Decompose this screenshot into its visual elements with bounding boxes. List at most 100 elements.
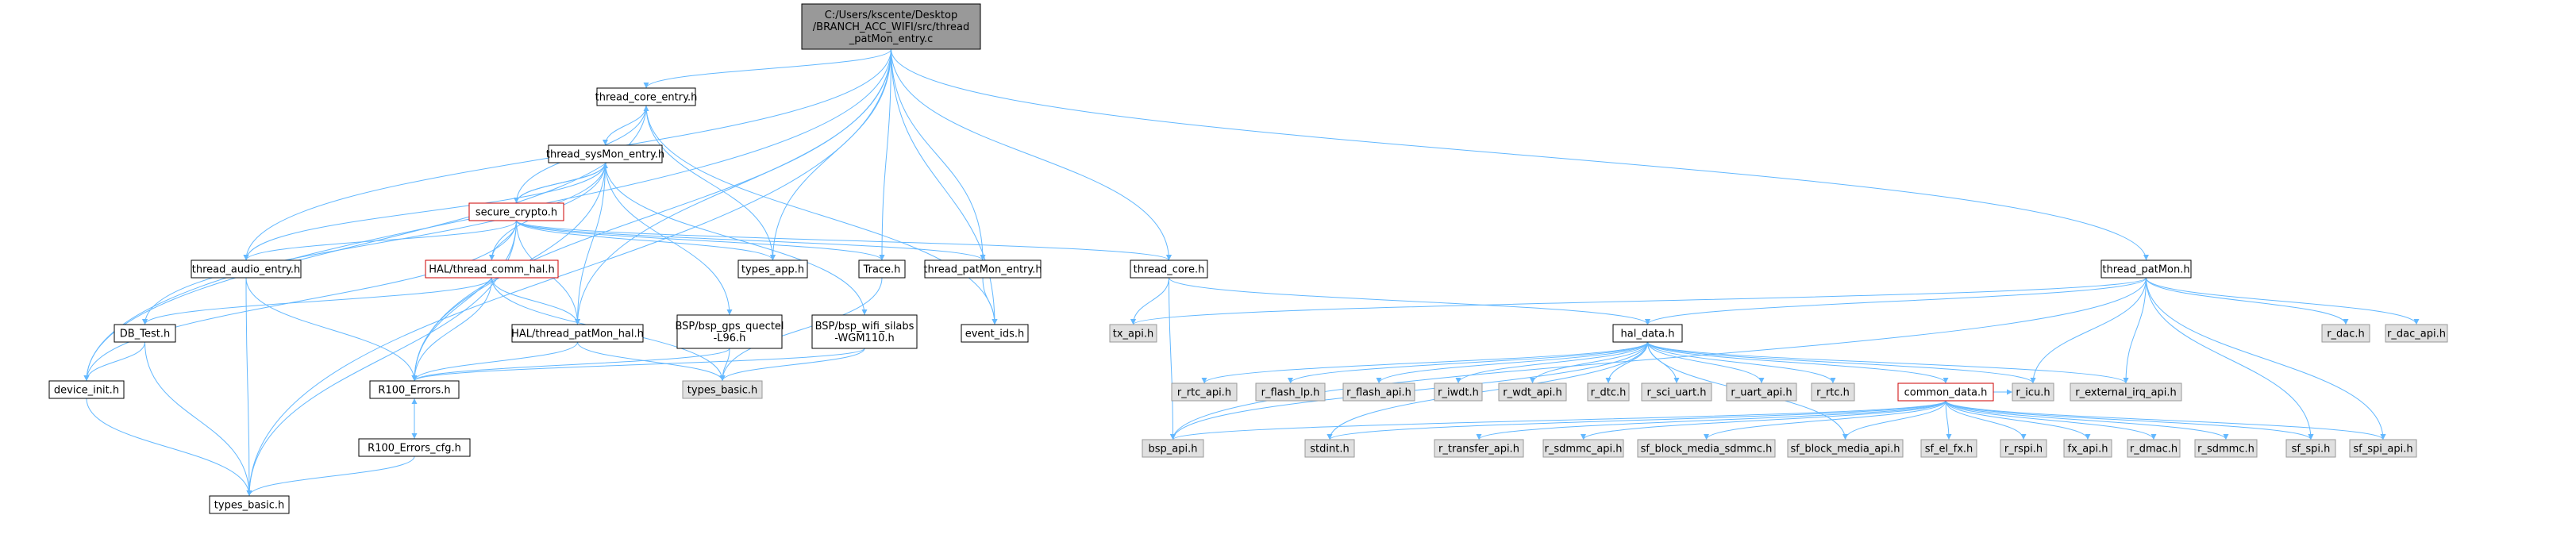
node-box[interactable] xyxy=(2321,324,2370,343)
node-DB-Test[interactable]: DB_Test.h xyxy=(114,324,176,343)
node-box[interactable] xyxy=(858,259,906,279)
node-thread-patMon-entry[interactable]: thread_patMon_entry.h xyxy=(923,259,1042,279)
node-thread-core[interactable]: thread_core.h xyxy=(1130,259,1208,279)
node-hal-data[interactable]: hal_data.h xyxy=(1612,324,1683,343)
node-stdint[interactable]: stdint.h xyxy=(1304,439,1355,458)
node-r-icu[interactable]: r_icu.h xyxy=(2012,382,2054,402)
node-box[interactable] xyxy=(1109,324,1157,343)
node-box[interactable] xyxy=(1130,259,1208,279)
node-types-basic[interactable]: types_basic.h xyxy=(682,380,763,399)
node-event-ids[interactable]: event_ids.h xyxy=(961,324,1029,343)
node-box[interactable] xyxy=(737,259,808,279)
node-sf-el-fx[interactable]: sf_el_fx.h xyxy=(1920,439,1977,458)
node-box[interactable] xyxy=(425,259,559,279)
node-types-basic-h[interactable]: types_basic.h xyxy=(209,495,290,514)
node-fx-api[interactable]: fx_api.h xyxy=(2063,439,2112,458)
node-box[interactable] xyxy=(2127,439,2181,458)
node-r-flash-api[interactable]: r_flash_api.h xyxy=(1342,382,1415,402)
node-r-flash-lp[interactable]: r_flash_lp.h xyxy=(1255,382,1326,402)
node-box[interactable] xyxy=(1787,439,1904,458)
node-box[interactable] xyxy=(801,3,981,50)
node-box[interactable] xyxy=(2385,324,2448,343)
node-box[interactable] xyxy=(2012,382,2054,402)
node-box[interactable] xyxy=(1811,382,1855,402)
node-box[interactable] xyxy=(1641,382,1712,402)
node-sf-spi-api[interactable]: sf_spi_api.h xyxy=(2349,439,2417,458)
node-box[interactable] xyxy=(548,144,663,163)
node-box[interactable] xyxy=(811,314,918,349)
node-r-dtc[interactable]: r_dtc.h xyxy=(1587,382,1630,402)
node-HAL-thread-comm-hal[interactable]: HAL/thread_comm_hal.h xyxy=(425,259,559,279)
node-thread-core-entry[interactable]: thread_core_entry.h xyxy=(595,87,698,106)
node-r-sdmmc-api[interactable]: r_sdmmc_api.h xyxy=(1542,439,1624,458)
node-r-dmac[interactable]: r_dmac.h xyxy=(2127,439,2181,458)
node-tx-api[interactable]: tx_api.h xyxy=(1109,324,1157,343)
node-box[interactable] xyxy=(2000,439,2047,458)
node-sf-spi[interactable]: sf_spi.h xyxy=(2285,439,2336,458)
node-sf-block-media-api[interactable]: sf_block_media_api.h xyxy=(1787,439,1904,458)
node-box[interactable] xyxy=(2285,439,2336,458)
node-box[interactable] xyxy=(1255,382,1326,402)
node-thread-audio-entry[interactable]: thread_audio_entry.h xyxy=(191,259,302,279)
node-thread-patMon[interactable]: thread_patMon.h xyxy=(2100,259,2192,279)
node-R100-Errors-cfg[interactable]: R100_Errors_cfg.h xyxy=(358,438,471,457)
node-box[interactable] xyxy=(1171,382,1238,402)
node-r-external-irq-api[interactable]: r_external_irq_api.h xyxy=(2070,382,2182,402)
node-Trace[interactable]: Trace.h xyxy=(858,259,906,279)
node-r-rtc-api[interactable]: r_rtc_api.h xyxy=(1171,382,1238,402)
node-device-init[interactable]: device_init.h xyxy=(48,380,125,399)
node-common-data[interactable]: common_data.h xyxy=(1897,382,1994,402)
node-box[interactable] xyxy=(468,202,564,221)
node-box[interactable] xyxy=(2070,382,2182,402)
node-box[interactable] xyxy=(2063,439,2112,458)
node-box[interactable] xyxy=(2194,439,2258,458)
node-box[interactable] xyxy=(1587,382,1630,402)
node-box[interactable] xyxy=(511,324,644,343)
node-r-transfer-api[interactable]: r_transfer_api.h xyxy=(1434,439,1524,458)
node-HAL-thread-patMon-hal[interactable]: HAL/thread_patMon_hal.h xyxy=(511,324,644,343)
node-box[interactable] xyxy=(191,259,302,279)
node-box[interactable] xyxy=(369,380,460,399)
node-box[interactable] xyxy=(1342,382,1415,402)
node-sf-block-media-sdmmc[interactable]: sf_block_media_sdmmc.h xyxy=(1637,439,1776,458)
node-box[interactable] xyxy=(1612,324,1683,343)
node-thread-sysMon-entry[interactable]: thread_sysMon_entry.h xyxy=(546,144,664,163)
node-r-sci-uart[interactable]: r_sci_uart.h xyxy=(1641,382,1712,402)
node-box[interactable] xyxy=(596,87,696,106)
node-box[interactable] xyxy=(2100,259,2192,279)
node-secure-crypto[interactable]: secure_crypto.h xyxy=(468,202,564,221)
node-r-dac[interactable]: r_dac.h xyxy=(2321,324,2370,343)
node-box[interactable] xyxy=(1637,439,1776,458)
node-r-rspi[interactable]: r_rspi.h xyxy=(2000,439,2047,458)
node-box[interactable] xyxy=(2349,439,2417,458)
node-R100-Errors[interactable]: R100_Errors.h xyxy=(369,380,460,399)
node-box[interactable] xyxy=(1142,439,1204,458)
node-box[interactable] xyxy=(1542,439,1624,458)
node-box[interactable] xyxy=(1434,439,1524,458)
node-box[interactable] xyxy=(1726,382,1797,402)
node-BSP-bsp-gps-quectel[interactable]: BSP/bsp_gps_quectel-L96.h xyxy=(675,314,784,349)
node-r-iwdt[interactable]: r_iwdt.h xyxy=(1434,382,1483,402)
node-root[interactable]: C:/Users/kscente/Desktop/BRANCH_ACC_WIFI… xyxy=(801,3,981,50)
node-box[interactable] xyxy=(682,380,763,399)
node-types-app[interactable]: types_app.h xyxy=(737,259,808,279)
node-box[interactable] xyxy=(1920,439,1977,458)
node-r-sdmmc[interactable]: r_sdmmc.h xyxy=(2194,439,2258,458)
node-r-wdt-api[interactable]: r_wdt_api.h xyxy=(1498,382,1567,402)
node-box[interactable] xyxy=(358,438,471,457)
node-r-dac-api[interactable]: r_dac_api.h xyxy=(2385,324,2448,343)
node-bsp-api[interactable]: bsp_api.h xyxy=(1142,439,1204,458)
node-box[interactable] xyxy=(1434,382,1483,402)
node-box[interactable] xyxy=(209,495,290,514)
node-box[interactable] xyxy=(114,324,176,343)
node-box[interactable] xyxy=(924,259,1042,279)
node-r-rtc[interactable]: r_rtc.h xyxy=(1811,382,1855,402)
node-box[interactable] xyxy=(1304,439,1355,458)
node-box[interactable] xyxy=(48,380,125,399)
node-box[interactable] xyxy=(1498,382,1567,402)
node-box[interactable] xyxy=(1897,382,1994,402)
node-r-uart-api[interactable]: r_uart_api.h xyxy=(1726,382,1797,402)
node-box[interactable] xyxy=(676,314,783,349)
node-BSP-bsp-wifi-silabs[interactable]: BSP/bsp_wifi_silabs-WGM110.h xyxy=(811,314,918,349)
node-box[interactable] xyxy=(961,324,1029,343)
